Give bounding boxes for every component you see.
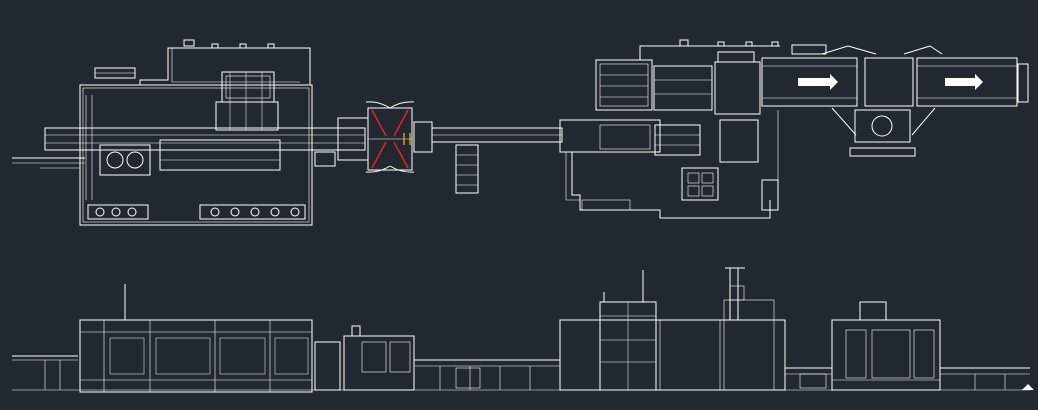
elevation-right-outfeed xyxy=(940,367,1034,390)
elevation-view xyxy=(12,267,1034,393)
elevation-right-machine xyxy=(559,267,786,391)
plan-transfer-station xyxy=(365,101,433,173)
plan-palletizer-area xyxy=(595,39,1029,157)
elevation-left-machine xyxy=(79,319,313,393)
plan-left-module xyxy=(79,39,336,226)
elevation-transfer-unit xyxy=(314,325,560,391)
elevation-left-infeed xyxy=(12,284,126,390)
plan-middle-conveyor xyxy=(431,127,563,194)
elevation-palletizer xyxy=(831,301,941,391)
plan-right-module xyxy=(559,110,779,219)
plan-view xyxy=(12,39,1029,226)
plan-main-conveyor xyxy=(12,117,369,169)
elevation-outfeed-conveyor xyxy=(785,367,832,389)
